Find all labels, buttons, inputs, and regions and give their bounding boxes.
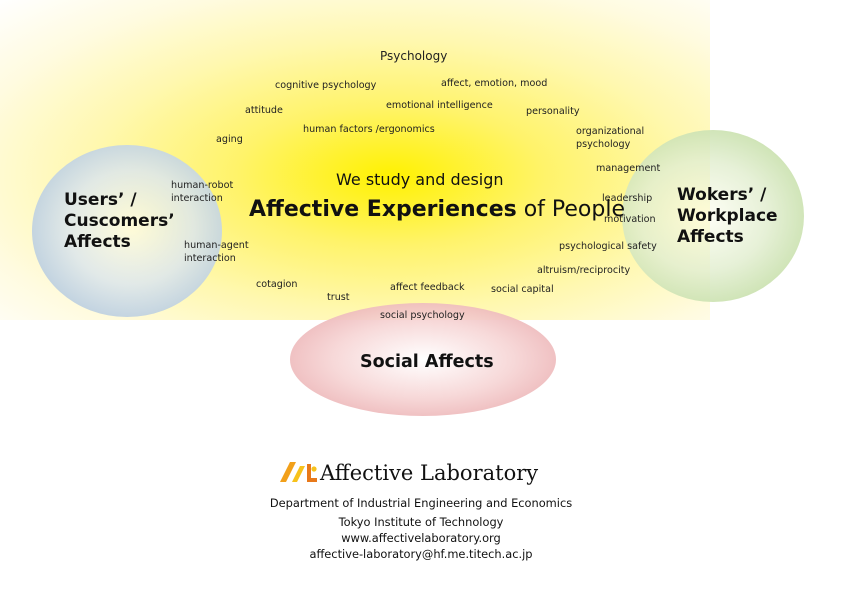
keyword: psychological safety — [559, 241, 657, 252]
keyword: organizational psychology — [576, 126, 645, 150]
keyword: altruism/reciprocity — [537, 265, 631, 276]
headline: Affective Experiences of People — [249, 197, 625, 222]
keyword: emotional intelligence — [386, 100, 493, 111]
department-text: Department of Industrial Engineering and… — [269, 496, 573, 510]
headline-rest: of People — [516, 197, 625, 222]
logo-stroke-b — [292, 466, 305, 482]
keyword: attitude — [245, 105, 283, 116]
keyword: social capital — [491, 284, 554, 295]
headline-bold: Affective Experiences — [249, 197, 517, 222]
keyword: personality — [526, 106, 580, 117]
users-affects-label: Users’ / Cuscomers’ Affects — [64, 190, 175, 252]
keyword: aging — [216, 134, 243, 145]
keyword: leadership — [602, 193, 653, 204]
keyword: trust — [327, 292, 350, 303]
keyword: motivation — [604, 214, 656, 225]
social-affects-ellipse — [290, 303, 556, 416]
logo-stroke-l — [307, 464, 311, 482]
keyword: human-agent interaction — [184, 240, 249, 264]
psychology-label: Psychology — [380, 49, 448, 63]
keyword: social psychology — [380, 310, 465, 321]
logo-stroke-a — [280, 462, 296, 482]
keyword: human-robot interaction — [171, 180, 234, 204]
social-affects-label: Social Affects — [360, 352, 494, 372]
intro-text: We study and design — [336, 170, 504, 189]
users-affects-circle — [32, 145, 222, 317]
workers-affects-label: Wokers’ / Workplace Affects — [677, 185, 778, 247]
logo-stroke-l-foot — [307, 478, 317, 482]
keyword: affect, emotion, mood — [441, 78, 548, 89]
email-link[interactable]: affective-laboratory@hf.me.titech.ac.jp — [309, 547, 533, 561]
affective-lab-logo-icon — [280, 462, 317, 482]
university-text: Tokyo Institute of Technology — [338, 515, 504, 529]
keyword: affect feedback — [390, 282, 465, 293]
workers-affects-circle — [622, 130, 804, 302]
website-link[interactable]: www.affectivelaboratory.org — [341, 531, 501, 545]
lab-name: Affective Laboratory — [320, 461, 539, 485]
keyword: management — [596, 163, 661, 174]
logo-dot — [311, 466, 317, 472]
keyword: cognitive psychology — [275, 80, 377, 91]
keyword: cotagion — [256, 279, 298, 290]
keyword: human factors /ergonomics — [303, 124, 435, 135]
